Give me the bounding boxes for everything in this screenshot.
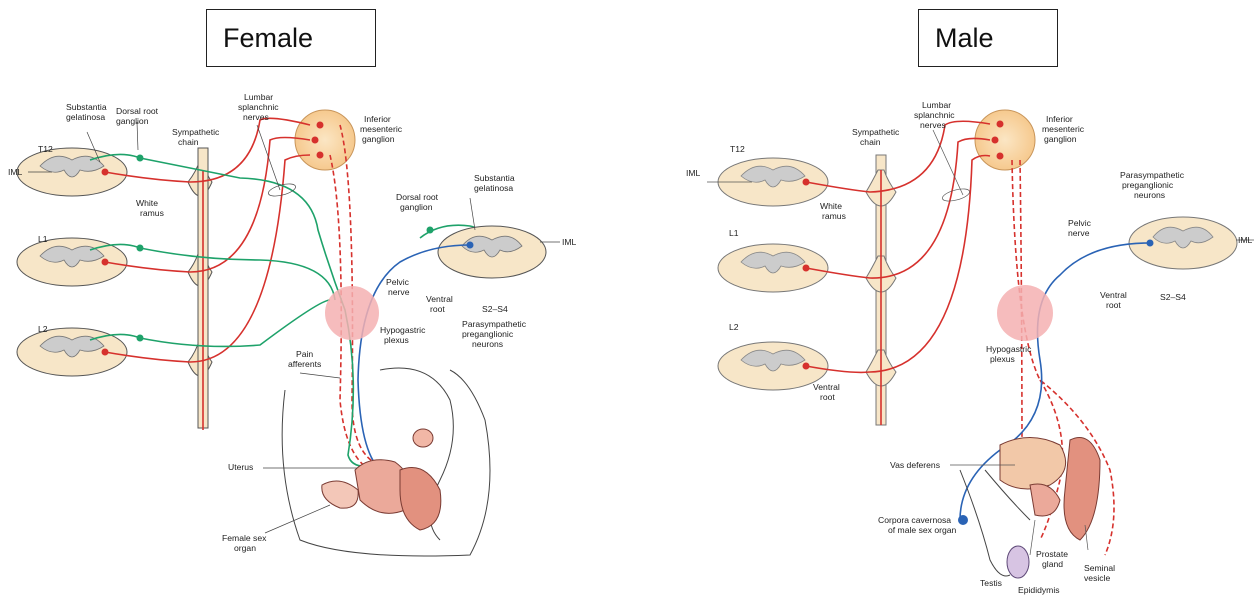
m-hypogastric-plexus bbox=[997, 285, 1053, 341]
m-inferior-mesenteric-ganglion bbox=[975, 110, 1035, 170]
drg-neurons-female bbox=[137, 155, 434, 342]
m-label-iml: IML bbox=[686, 168, 701, 178]
sympathetic-chain bbox=[188, 148, 212, 428]
m-pelvic-ganglion bbox=[958, 515, 968, 525]
m-spinal-segment-l2 bbox=[718, 342, 828, 390]
m-label-testis: Testis bbox=[980, 578, 1002, 588]
m-label-l1: L1 bbox=[729, 228, 739, 238]
f-label-s2-s4: S2–S4 bbox=[482, 304, 508, 314]
f-label-l2: L2 bbox=[38, 324, 48, 334]
m-label-s2-s4: S2–S4 bbox=[1160, 292, 1186, 302]
female-organs bbox=[322, 429, 441, 530]
m-label-l2: L2 bbox=[729, 322, 739, 332]
m-label-vas-deferens: Vas deferens bbox=[890, 460, 940, 470]
male-organs bbox=[960, 438, 1100, 579]
m-spinal-segment-l1 bbox=[718, 244, 828, 292]
f-label-t12: T12 bbox=[38, 144, 53, 154]
m-label-t12: T12 bbox=[730, 144, 745, 154]
m-parasympathetic-neuron bbox=[1147, 240, 1154, 247]
f-label-uterus: Uterus bbox=[228, 462, 253, 472]
f-label-iml: IML bbox=[8, 167, 23, 177]
m-label-epididymis: Epididymis bbox=[1018, 585, 1060, 595]
f-label-iml-right: IML bbox=[562, 237, 577, 247]
spinal-segment-t12 bbox=[17, 148, 127, 202]
m-label-iml-right: IML bbox=[1238, 235, 1253, 245]
parasympathetic-neuron-female bbox=[467, 242, 474, 249]
f-label-l1: L1 bbox=[38, 234, 48, 244]
hypogastric-plexus-female bbox=[325, 286, 379, 340]
spinal-segment-s2-s4-female bbox=[438, 226, 546, 278]
